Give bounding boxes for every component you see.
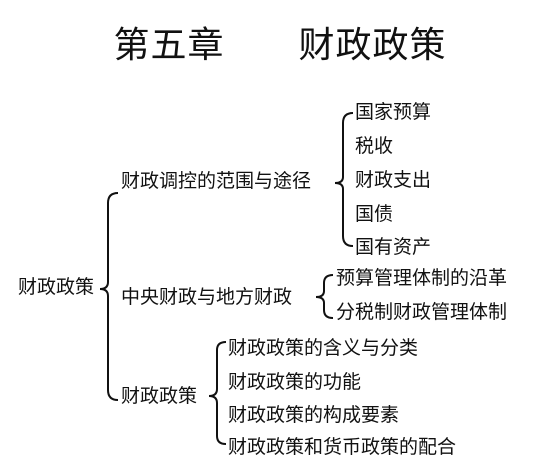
branch-3-item-4: 财政政策和货币政策的配合: [228, 436, 457, 458]
branch-3-label: 财政政策: [121, 385, 198, 407]
branch-2-item-2: 分税制财政管理体制: [336, 301, 508, 323]
branch-3-item-1: 财政政策的含义与分类: [228, 337, 419, 359]
branch-1-item-5: 国有资产: [355, 236, 432, 258]
branch-2-label: 中央财政与地方财政: [121, 286, 293, 308]
branch-2-item-1: 预算管理体制的沿革: [336, 267, 508, 289]
branch-1-item-2: 税收: [355, 135, 394, 157]
root-brace: [99, 192, 119, 401]
branch-3-brace: [208, 341, 227, 445]
branch-1-brace: [334, 112, 354, 247]
branch-1-item-1: 国家预算: [355, 101, 432, 123]
branch-1-label: 财政调控的范围与途径: [121, 170, 312, 192]
branch-3-item-3: 财政政策的构成要素: [228, 404, 400, 426]
branch-1-item-4: 国债: [355, 203, 394, 225]
branch-3-item-2: 财政政策的功能: [228, 371, 362, 393]
branch-1-item-3: 财政支出: [355, 169, 432, 191]
root-node: 财政政策: [18, 276, 95, 298]
branch-2-brace: [315, 274, 334, 319]
chapter-title: 第五章 财政政策: [113, 25, 447, 66]
